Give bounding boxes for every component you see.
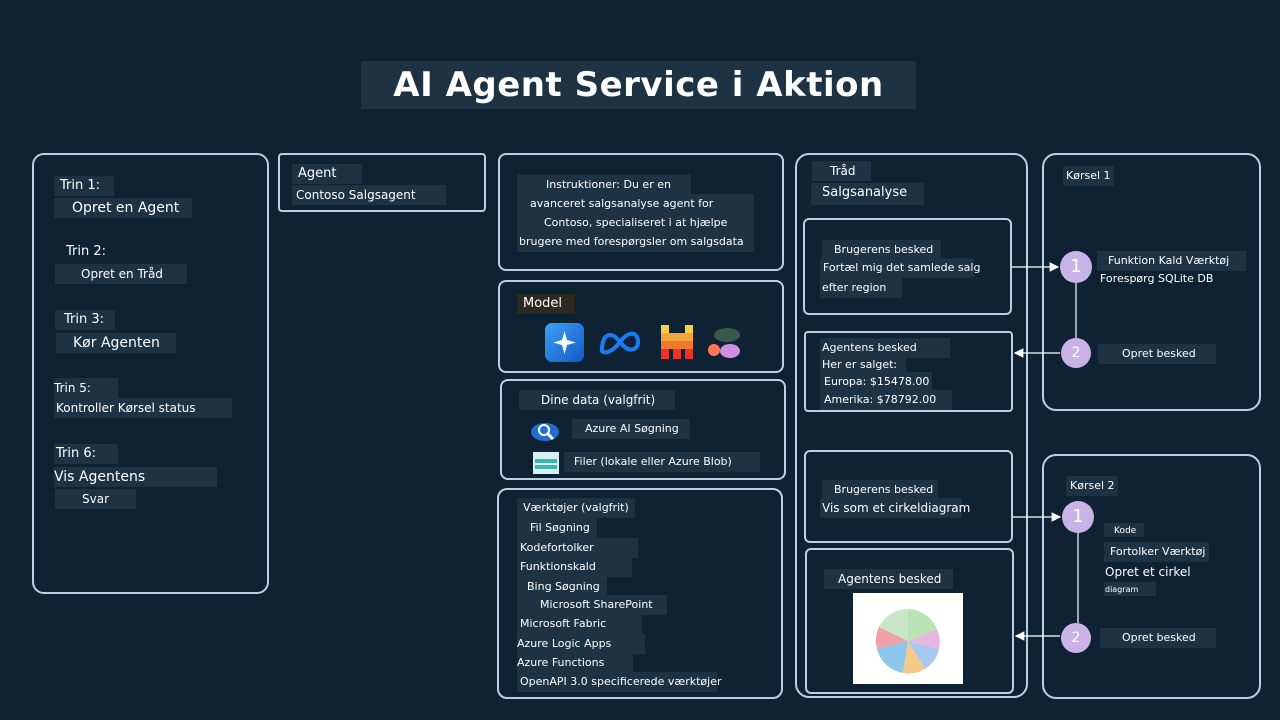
run2-step1-line1: Fortolker Værktøj: [1104, 542, 1209, 562]
mistral-icon: [659, 325, 695, 359]
tool-item: Kodefortolker: [517, 538, 638, 558]
azure-search-icon: [530, 418, 560, 442]
user-message-1: [803, 218, 1012, 315]
instructions-line2: avanceret salgsanalyse agent for: [517, 194, 754, 214]
run1-step1-badge: 1: [1060, 251, 1092, 283]
data-label: Dine data (valgfrit): [519, 390, 675, 410]
pie-chart-thumbnail: [853, 593, 963, 684]
run2-step2-text: Opret besked: [1100, 628, 1216, 648]
agent-panel: [278, 153, 486, 212]
tool-item: Microsoft SharePoint: [517, 595, 667, 615]
instructions-panel: [498, 153, 784, 271]
step6-text-b: Svar: [55, 489, 136, 509]
thread-panel: [795, 153, 1028, 698]
step2-label: Trin 2:: [66, 244, 107, 259]
steps-panel: [32, 153, 269, 594]
agent-message-2: [805, 548, 1014, 694]
agent-label: Agent: [292, 164, 362, 184]
instructions-line1: Instruktioner: Du er en: [517, 175, 691, 195]
run2-step2-badge: 2: [1061, 623, 1091, 653]
run1-label: Kørsel 1: [1063, 166, 1114, 186]
tool-item: Azure Functions: [517, 653, 633, 673]
thread-name: Salgsanalyse: [811, 183, 924, 205]
tools-label: Værktøjer (valgfrit): [517, 498, 635, 518]
agent-message-1-line2: Europa: $15478.00: [820, 372, 932, 392]
user-message-2-label: Brugerens besked: [822, 480, 938, 500]
step6-label: Trin 6:: [54, 444, 118, 464]
step3-text: Kør Agenten: [56, 333, 176, 353]
step5-label: Trin 5:: [54, 378, 118, 398]
meta-icon: [597, 324, 643, 360]
model-label: Model: [517, 294, 575, 314]
azure-openai-icon: [545, 323, 584, 362]
step1-label: Trin 1:: [54, 176, 114, 196]
user-message-2-text: Vis som et cirkeldiagram: [820, 498, 970, 518]
tools-panel: [497, 488, 783, 699]
run2-step1-line0: Kode: [1104, 523, 1144, 537]
run2-label: Kørsel 2: [1066, 476, 1118, 496]
data-panel: [500, 379, 786, 480]
instructions-line4: brugere med forespørgsler om salgsdata: [517, 232, 754, 252]
step3-label: Trin 3:: [55, 310, 115, 330]
user-message-1-line2: efter region: [820, 278, 902, 298]
step1-text: Opret en Agent: [54, 198, 192, 218]
run2-step1-line2: Opret et cirkel: [1105, 565, 1191, 579]
run2-step1-badge: 1: [1062, 501, 1094, 533]
data-files: Filer (lokale eller Azure Blob): [564, 452, 760, 472]
run1-step2-text: Opret besked: [1098, 344, 1216, 364]
instructions-line3: Contoso, specialiseret i at hjælpe: [517, 213, 754, 233]
run1-step1-line1: Funktion Kald Værktøj: [1097, 251, 1246, 271]
run1-step1-line2: Forespørg SQLite DB: [1100, 272, 1214, 285]
cohere-icon: [707, 326, 741, 360]
tool-item: Funktionskald: [517, 557, 632, 577]
run1-panel: [1042, 153, 1261, 411]
tool-item: Azure Logic Apps: [517, 634, 645, 654]
tool-item: Microsoft Fabric: [517, 614, 642, 634]
agent-message-1: [804, 331, 1013, 412]
run1-step2-badge: 2: [1061, 338, 1091, 368]
run2-step1-line3: diagram: [1104, 582, 1156, 596]
tool-item: OpenAPI 3.0 specificerede værktøjer: [517, 672, 722, 692]
thread-label: Tråd: [812, 161, 871, 181]
agent-message-1-label: Agentens besked: [820, 338, 950, 358]
step5-text: Kontroller Kørsel status: [54, 398, 232, 418]
tool-item: Fil Søgning: [517, 518, 597, 538]
run2-panel: [1042, 454, 1261, 699]
user-message-1-label: Brugerens besked: [822, 240, 941, 260]
tool-item: Bing Søgning: [517, 577, 607, 597]
user-message-2: [804, 450, 1013, 543]
page-title: AI Agent Service i Aktion: [361, 61, 916, 109]
agent-message-1-line1: Her er salget:: [820, 355, 906, 375]
model-panel: [498, 280, 784, 373]
page-title-text: AI Agent Service i Aktion: [393, 65, 884, 105]
storage-icon: [533, 452, 559, 474]
step6-text-a: Vis Agentens: [54, 467, 217, 487]
agent-message-2-label: Agentens besked: [824, 569, 953, 589]
data-search: Azure AI Søgning: [572, 419, 690, 439]
agent-message-1-line3: Amerika: $78792.00: [820, 390, 952, 410]
step2-text: Opret en Tråd: [55, 264, 187, 284]
agent-name: Contoso Salgsagent: [292, 185, 446, 205]
user-message-1-line1: Fortæl mig det samlede salg: [820, 258, 980, 278]
